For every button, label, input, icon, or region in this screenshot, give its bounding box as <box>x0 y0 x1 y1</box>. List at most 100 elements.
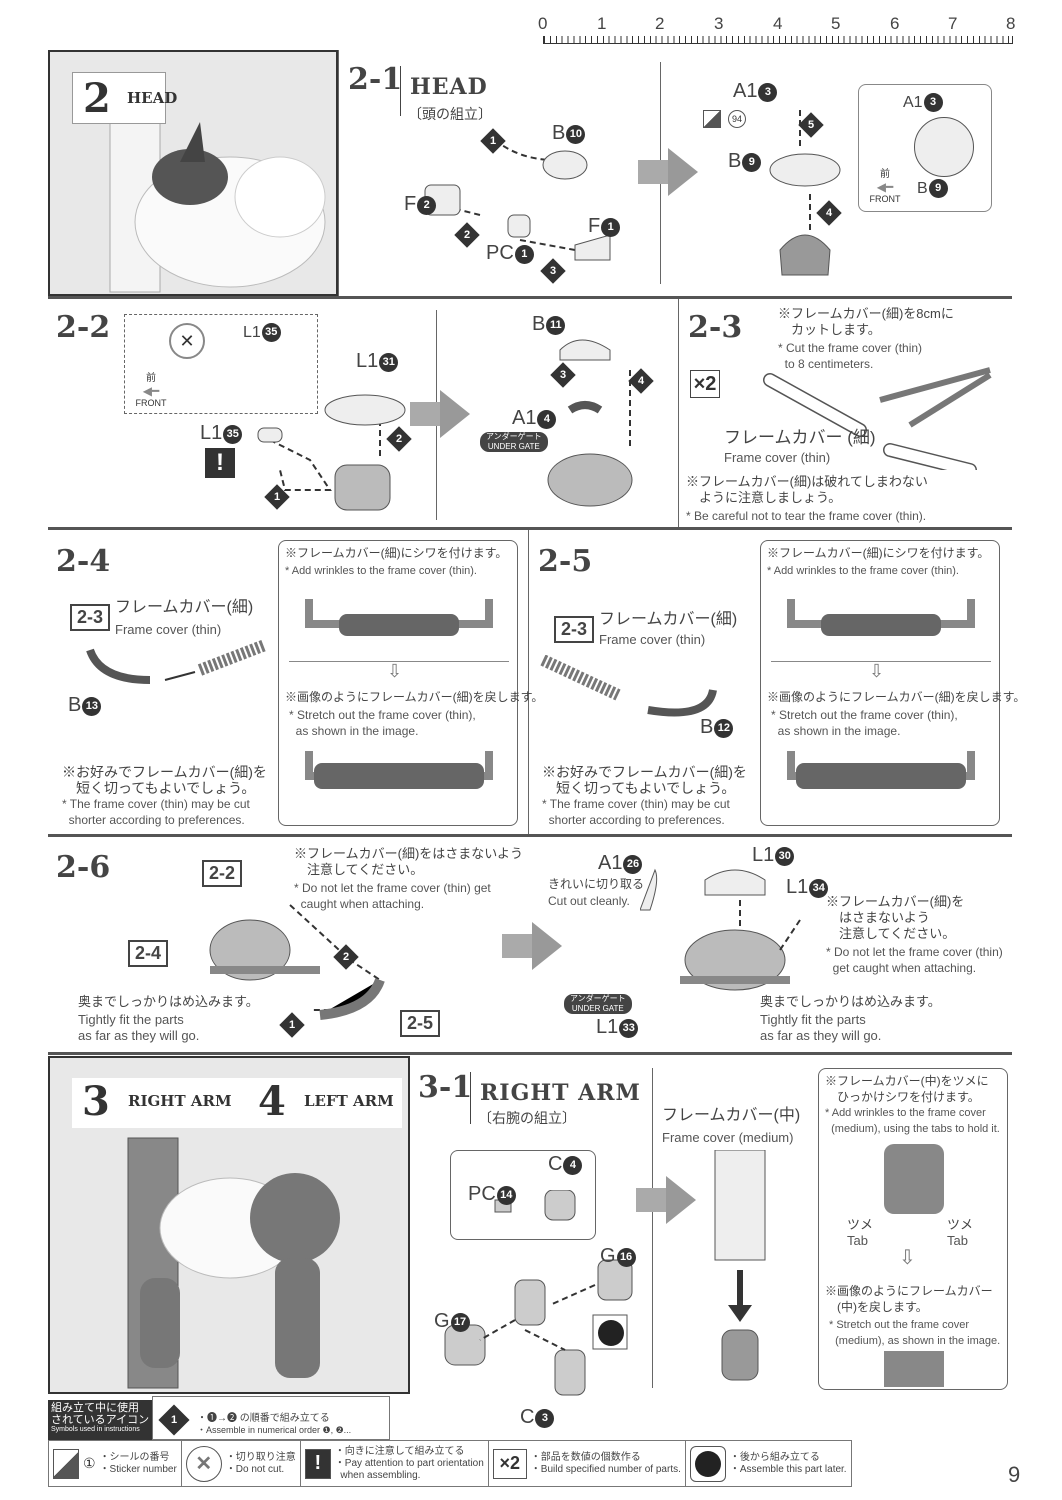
divider <box>48 527 1012 530</box>
order-legend-jp: ・❶→❷ の順番で組み立てる <box>197 1413 330 1424</box>
fit-note-jp: 奥までしっかりはめ込みます。 <box>78 994 259 1009</box>
circled-one-icon: ① <box>83 1455 96 1471</box>
arrow-down-icon: ⇩ <box>869 661 885 681</box>
step-title: RIGHT ARM <box>480 1080 641 1106</box>
head-assembly-illustration <box>209 904 385 1020</box>
frame-cover-medium-illustration <box>714 1150 766 1381</box>
ruler-label: 7 <box>948 14 958 33</box>
step-number: 2-2 <box>56 310 111 345</box>
frame-cover-label-jp: フレームカバー(細) <box>599 611 738 628</box>
frame-cover-cut-illustration <box>763 367 992 470</box>
ruler-label: 2 <box>655 14 665 33</box>
stretch-note-en: * Stretch out the frame cover (thin), as… <box>289 708 476 738</box>
order-marker-icon: 1 <box>158 1404 190 1436</box>
legend-jp: ・向きに注意して組み立てる <box>334 1445 465 1457</box>
head-top-illustration <box>547 339 633 507</box>
frame-pipe-illustration <box>540 655 717 717</box>
wrinkle-medium-box: ※フレームカバー(中)をツメに ひっかけシワを付けます。 * Add wrink… <box>818 1068 1008 1390</box>
part-code: B <box>552 122 566 144</box>
legend-en: ・Pay attention to part orientation when … <box>334 1457 484 1481</box>
part-code: PC <box>486 242 514 264</box>
legend-item-orientation: ! ・向きに注意して組み立てる・Pay attention to part or… <box>301 1441 489 1486</box>
step-number: 2-5 <box>538 544 593 579</box>
frame-cover-medium-en: Frame cover (medium) <box>662 1130 794 1145</box>
optional-note-en: * The frame cover (thin) may be cut shor… <box>542 797 730 827</box>
front-indicator: 前 ◀━ FRONT <box>131 369 171 408</box>
order-marker: 2 <box>386 426 412 452</box>
ruler-scale <box>543 36 1013 44</box>
order-marker: 1 <box>279 1012 305 1038</box>
reference-step-badge: 2-3 <box>70 604 111 631</box>
head-title-box: 2 HEAD <box>72 72 177 124</box>
section-number: 4 <box>258 1078 286 1125</box>
order-legend: 1 ・❶→❷ の順番で組み立てる ・Assemble in numerical … <box>152 1396 390 1440</box>
stretched-medium-illustration <box>884 1351 944 1387</box>
cut-note-jp: きれいに切り取る <box>548 877 645 891</box>
arm-model-illustration <box>127 1137 340 1389</box>
divider <box>48 834 1012 837</box>
part-code: F <box>588 215 601 237</box>
cut-note-en: Cut out cleanly. <box>548 894 630 908</box>
cut-note-en: * Cut the frame cover (thin) to 8 centim… <box>778 341 923 371</box>
caution-note-en: * Do not let the frame cover (thin) get … <box>294 881 491 911</box>
sticker-number: 94 <box>728 110 746 128</box>
multiply-icon: ×2 <box>492 1448 527 1479</box>
divider <box>652 1068 653 1388</box>
stretched-cover-illustration <box>787 751 975 789</box>
order-marker: 5 <box>798 112 824 138</box>
order-legend-en: ・Assemble in numerical order ❶, ❷... <box>197 1425 352 1435</box>
legend-item-do-not-cut: ✕ ・切り取り注意・Do not cut. <box>182 1441 301 1486</box>
reference-step-badge: 2-2 <box>202 860 243 887</box>
sticker-icon <box>703 110 721 128</box>
stretch-note-en: * Stretch out the frame cover (medium), … <box>829 1319 1001 1347</box>
frame-pipe-illustration <box>86 640 268 684</box>
fit-note-jp: 奥までしっかりはめ込みます。 <box>760 994 941 1009</box>
tab-label-en: Tab <box>847 1233 868 1248</box>
do-not-cut-icon: ✕ <box>185 1445 222 1482</box>
divider <box>289 661 509 662</box>
wrinkle-instructions-box: ※フレームカバー(細)にシワを付けます。 * Add wrinkles to t… <box>760 540 1025 826</box>
exclamation-icon: ! <box>304 1448 331 1479</box>
frame-cover-label-en: Frame cover (thin) <box>724 450 831 465</box>
step-number: 2-3 <box>688 310 743 345</box>
part-code: A1 <box>733 80 758 102</box>
arm-title-box: 3 RIGHT ARM 4 LEFT ARM <box>72 1078 402 1128</box>
assemble-later-icon <box>689 1445 726 1482</box>
order-marker: 4 <box>628 368 654 394</box>
order-marker: 3 <box>540 258 566 284</box>
wrinkle-note-en: * Add wrinkles to the frame cover (thin)… <box>767 565 959 577</box>
head-photo: 2 HEAD <box>48 50 338 296</box>
part-number: 1 <box>514 245 534 264</box>
legend-jp: ・シールの番号 <box>99 1451 170 1463</box>
part-number: 9 <box>742 153 762 172</box>
tab-label-en: Tab <box>947 1233 968 1248</box>
reference-step-badge: 2-5 <box>400 1010 441 1037</box>
step-number: 3-1 <box>418 1070 473 1105</box>
sticker-icon <box>53 1448 79 1479</box>
right-arm-assembly-illustration <box>444 1190 633 1396</box>
tabs-note-en: * Add wrinkles to the frame cover (mediu… <box>825 1107 1000 1135</box>
head-top-view <box>914 117 974 177</box>
legend-item-sticker: ① ・シールの番号・Sticker number <box>49 1441 182 1486</box>
stretch-note-jp: ※画像のようにフレームカバー(細)を戻します。 <box>767 690 1026 704</box>
warning-jp: ※フレームカバー(細)は破れてしまわない ように注意しましょう。 <box>686 474 928 505</box>
warning-en: * Be careful not to tear the frame cover… <box>686 509 927 523</box>
stretch-note-jp: ※画像のようにフレームカバー (中)を戻します。 <box>825 1284 993 1314</box>
quantity-badge: ×2 <box>690 370 720 398</box>
front-en: FRONT <box>869 194 901 204</box>
